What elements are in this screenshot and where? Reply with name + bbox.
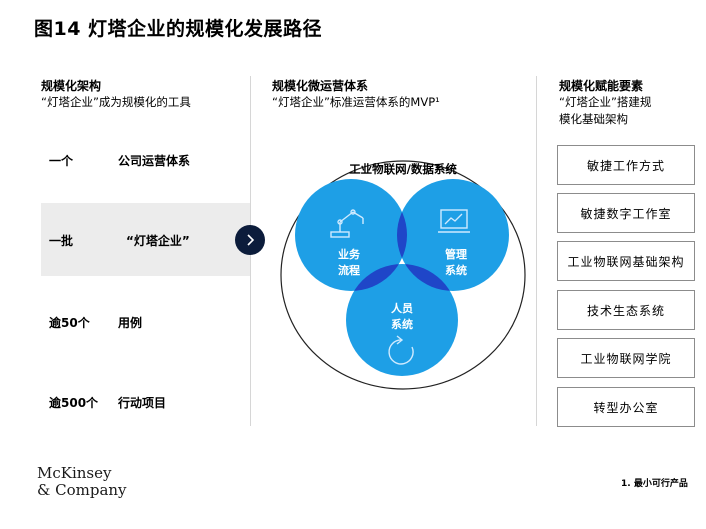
row-label-1: 一个	[49, 154, 74, 168]
circle-label-2a: 管理	[445, 247, 467, 261]
venn-diagram: 工业物联网/数据系统 业务 流程 管理 系统 人员 系统	[280, 160, 526, 390]
circle-people-system	[346, 264, 458, 376]
left-subtitle: “灯塔企业”成为规模化的工具	[41, 95, 191, 109]
page-title: 图14 灯塔企业的规模化发展路径	[34, 18, 323, 40]
mckinsey-logo: McKinsey & Company	[37, 465, 127, 499]
row-label-2: 一批	[49, 234, 74, 248]
divider-right	[536, 76, 537, 426]
enabler-item-4: 技术生态系统	[557, 290, 695, 330]
enabler-item-6: 转型办公室	[557, 387, 695, 427]
logo-line-2: & Company	[37, 481, 127, 499]
middle-heading: 规模化微运营体系	[272, 79, 369, 93]
circle-label-1a: 业务	[338, 247, 361, 261]
next-arrow-button[interactable]	[235, 225, 265, 255]
left-heading: 规模化架构	[41, 79, 102, 93]
logo-line-1: McKinsey	[37, 464, 112, 482]
row-highlight	[41, 203, 251, 276]
right-subtitle-1: “灯塔企业”搭建规	[559, 95, 652, 109]
footnote: 1. 最小可行产品	[621, 479, 688, 489]
circle-label-1b: 流程	[338, 263, 360, 277]
right-heading: 规模化赋能要素	[559, 79, 644, 93]
outer-label: 工业物联网/数据系统	[349, 162, 457, 176]
enabler-item-2: 敏捷数字工作室	[557, 193, 695, 233]
chevron-right-icon	[247, 234, 255, 246]
enabler-item-1: 敏捷工作方式	[557, 145, 695, 185]
circle-label-2b: 系统	[445, 263, 467, 277]
row-label-3: 逾50个	[49, 316, 90, 330]
middle-subtitle: “灯塔企业”标准运营体系的MVP¹	[272, 95, 440, 109]
row-value-1: 公司运营体系	[118, 154, 191, 168]
row-value-2: “灯塔企业”	[126, 234, 190, 248]
row-label-4: 逾500个	[49, 396, 99, 410]
enabler-item-3: 工业物联网基础架构	[557, 241, 695, 281]
row-value-3: 用例	[118, 316, 143, 330]
row-value-4: 行动项目	[118, 396, 167, 410]
circle-management-system	[397, 179, 509, 291]
right-subtitle-2: 模化基础架构	[559, 112, 628, 126]
chart-monitor-icon	[438, 209, 470, 233]
circle-label-3b: 系统	[391, 317, 413, 331]
circle-label-3a: 人员	[391, 301, 413, 315]
circle-business-process	[295, 179, 407, 291]
cycle-arrow-icon	[388, 335, 414, 365]
robot-arm-icon	[330, 209, 364, 238]
enabler-item-5: 工业物联网学院	[557, 338, 695, 378]
